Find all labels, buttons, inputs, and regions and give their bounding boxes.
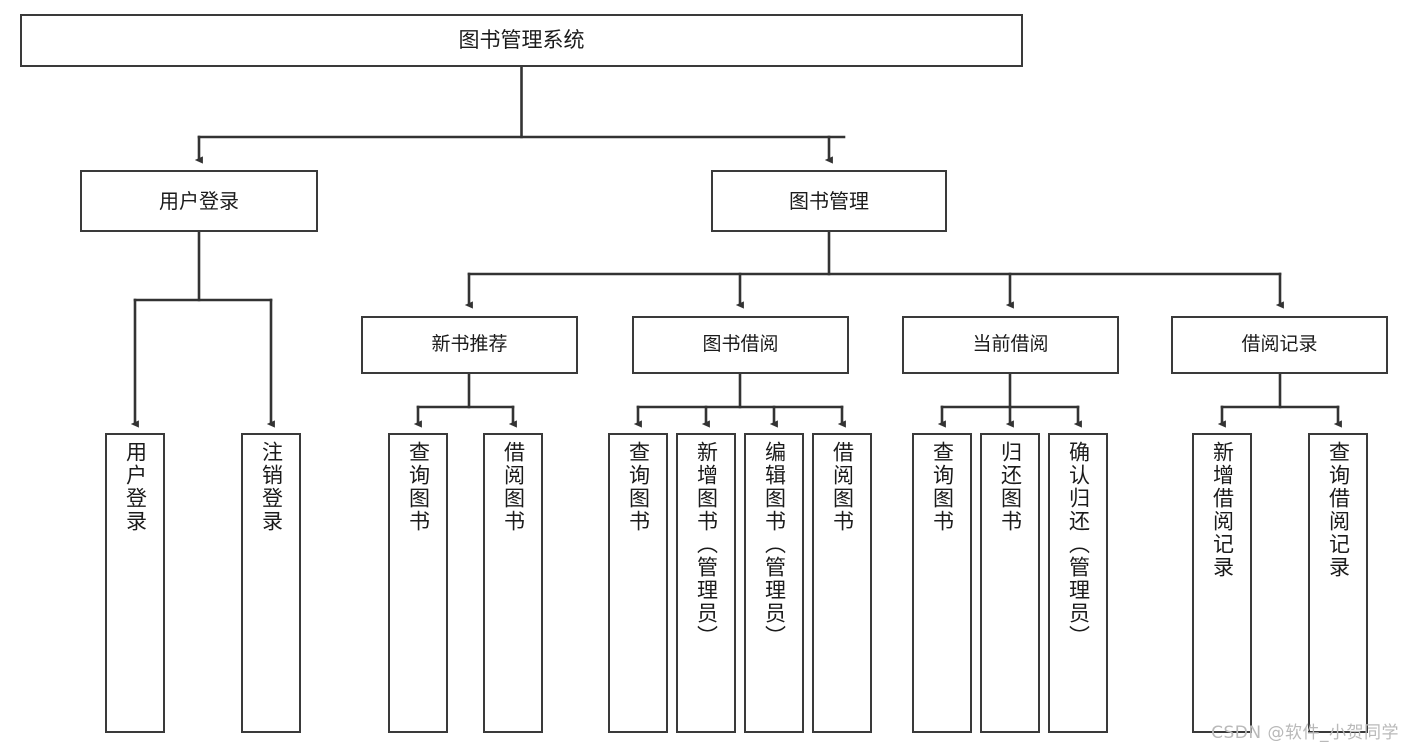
leaf-br-query-record[interactable]: 查询借阅记录 xyxy=(1308,433,1368,733)
node-current-borrowing[interactable]: 当前借阅 xyxy=(902,316,1119,374)
node-label: 借阅记录 xyxy=(1241,333,1318,356)
node-label: 查询图书 xyxy=(626,441,651,533)
node-label: 新增借阅记录 xyxy=(1210,441,1235,579)
node-label: 图书借阅 xyxy=(702,333,779,356)
node-new-book-recommendation[interactable]: 新书推荐 xyxy=(361,316,578,374)
leaf-user-login[interactable]: 用户登录 xyxy=(105,433,165,733)
node-label: 借阅图书 xyxy=(501,441,526,533)
node-label: 图书管理系统 xyxy=(458,28,585,53)
csdn-watermark: CSDN @软件_小贺同学 xyxy=(1211,723,1399,743)
node-label: 编辑图书（管理员） xyxy=(762,441,787,648)
node-label: 注销登录 xyxy=(259,441,284,533)
node-label: 用户登录 xyxy=(159,188,239,213)
node-label: 新书推荐 xyxy=(431,333,508,356)
leaf-cb-confirm-return-admin[interactable]: 确认归还（管理员） xyxy=(1048,433,1108,733)
leaf-bb-edit-book-admin[interactable]: 编辑图书（管理员） xyxy=(744,433,804,733)
node-label: 归还图书 xyxy=(998,441,1023,533)
leaf-logout[interactable]: 注销登录 xyxy=(241,433,301,733)
node-label: 新增图书（管理员） xyxy=(694,441,719,648)
node-user-login[interactable]: 用户登录 xyxy=(80,170,318,232)
node-label: 查询图书 xyxy=(406,441,431,533)
leaf-bb-borrow-book[interactable]: 借阅图书 xyxy=(812,433,872,733)
node-label: 图书管理 xyxy=(789,188,869,213)
node-label: 查询图书 xyxy=(930,441,955,533)
leaf-br-add-record[interactable]: 新增借阅记录 xyxy=(1192,433,1252,733)
node-label: 用户登录 xyxy=(123,441,148,533)
node-label: 确认归还（管理员） xyxy=(1066,441,1091,648)
leaf-nb-query-book[interactable]: 查询图书 xyxy=(388,433,448,733)
leaf-bb-add-book-admin[interactable]: 新增图书（管理员） xyxy=(676,433,736,733)
node-borrowing-record[interactable]: 借阅记录 xyxy=(1171,316,1388,374)
node-label: 借阅图书 xyxy=(830,441,855,533)
node-book-borrowing[interactable]: 图书借阅 xyxy=(632,316,849,374)
leaf-nb-borrow-book[interactable]: 借阅图书 xyxy=(483,433,543,733)
node-label: 查询借阅记录 xyxy=(1326,441,1351,579)
node-label: 当前借阅 xyxy=(972,333,1049,356)
leaf-cb-return-book[interactable]: 归还图书 xyxy=(980,433,1040,733)
leaf-bb-query-book[interactable]: 查询图书 xyxy=(608,433,668,733)
node-root-book-management-system[interactable]: 图书管理系统 xyxy=(20,14,1023,67)
node-book-management[interactable]: 图书管理 xyxy=(711,170,947,232)
leaf-cb-query-book[interactable]: 查询图书 xyxy=(912,433,972,733)
